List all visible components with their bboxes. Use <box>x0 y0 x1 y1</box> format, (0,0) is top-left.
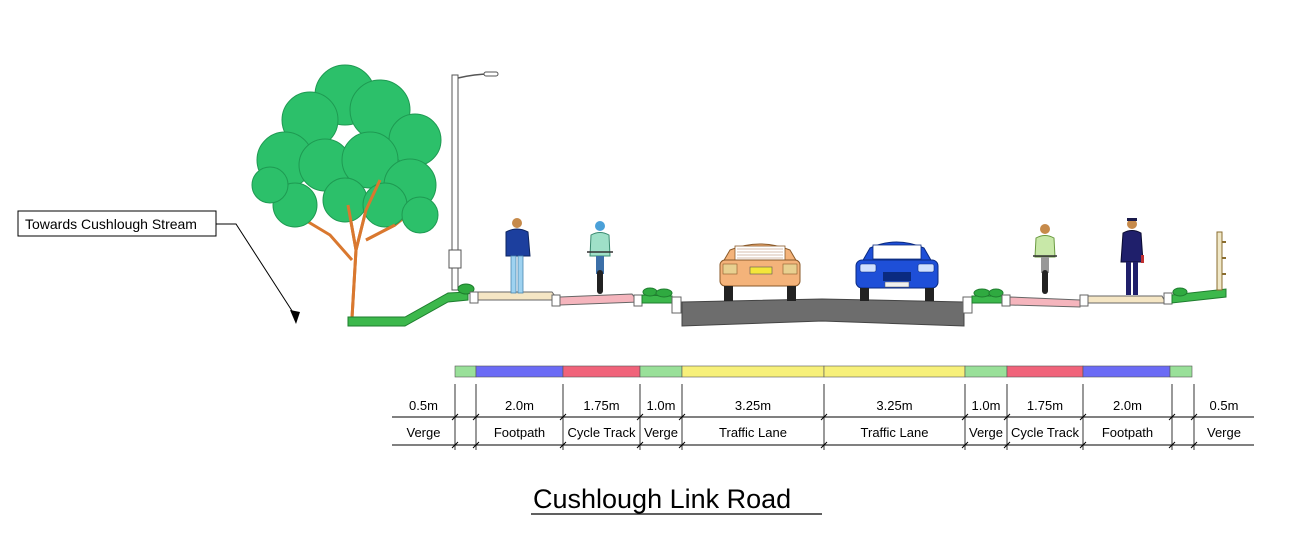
callout-towards-stream: Towards Cushlough Stream <box>17 210 300 324</box>
segment-width: 3.25m <box>735 398 771 413</box>
dimension-tick <box>1190 441 1198 449</box>
segment-label: Verge <box>969 425 1003 440</box>
car-rear-icon <box>719 243 801 301</box>
dimension-tick <box>1079 413 1087 421</box>
color-bar-verge <box>1169 365 1193 378</box>
segment-label: Traffic Lane <box>861 425 929 440</box>
callout-label: Towards Cushlough Stream <box>25 216 197 232</box>
color-bar-cycle-track <box>1006 365 1084 378</box>
segment-color-bar <box>454 365 1193 378</box>
color-bar-verge <box>964 365 1008 378</box>
segment-label: Verge <box>644 425 678 440</box>
segment-label: Traffic Lane <box>719 425 787 440</box>
segment-width: 0.5m <box>1210 398 1239 413</box>
dimension-tick <box>472 441 480 449</box>
dimension-tick <box>472 413 480 421</box>
color-bar-traffic-lane <box>681 365 825 378</box>
diagram-title: Cushlough Link Road <box>533 484 791 514</box>
carriageway <box>681 298 965 327</box>
right-embankment <box>962 231 1227 314</box>
segment-label: Footpath <box>1102 425 1153 440</box>
diagram-title-group: Cushlough Link Road <box>531 484 822 515</box>
color-bar-traffic-lane <box>823 365 966 378</box>
color-bar-verge <box>639 365 683 378</box>
segment-width: 0.5m <box>409 398 438 413</box>
dimension-tick <box>961 413 969 421</box>
dimension-tick <box>1079 441 1087 449</box>
dimension-tick <box>820 413 828 421</box>
dimension-tick <box>636 441 644 449</box>
dimension-tick <box>1168 441 1176 449</box>
pedestrian-icon <box>505 218 531 294</box>
segment-width: 1.75m <box>1027 398 1063 413</box>
segment-label: Footpath <box>494 425 545 440</box>
dimension-tick <box>678 413 686 421</box>
dimension-tick <box>1003 441 1011 449</box>
dimension-tick <box>1168 413 1176 421</box>
tree-illustration <box>251 64 442 319</box>
segment-label: Cycle Track <box>568 425 636 440</box>
segment-width: 1.0m <box>972 398 1001 413</box>
color-bar-verge <box>454 365 477 378</box>
segment-width: 1.0m <box>647 398 676 413</box>
dimension-tick <box>559 413 567 421</box>
color-bar-cycle-track <box>562 365 641 378</box>
dimension-tick <box>451 413 459 421</box>
dimension-tick <box>961 441 969 449</box>
segment-width: 1.75m <box>583 398 619 413</box>
segment-label: Cycle Track <box>1011 425 1079 440</box>
cyclist-icon <box>1033 224 1057 294</box>
segment-label: Verge <box>407 425 441 440</box>
segment-label: Verge <box>1207 425 1241 440</box>
cyclist-icon <box>587 221 613 294</box>
segment-width: 3.25m <box>876 398 912 413</box>
left-embankment <box>347 283 682 327</box>
lamp-post-icon <box>448 71 499 291</box>
pedestrian-icon <box>1120 218 1144 295</box>
segment-width: 2.0m <box>505 398 534 413</box>
dimension-tick <box>636 413 644 421</box>
color-bar-footpath <box>1082 365 1171 378</box>
dimension-tick <box>1003 413 1011 421</box>
car-front-icon <box>855 241 939 301</box>
dimension-tick <box>678 441 686 449</box>
dimension-tick <box>451 441 459 449</box>
dimension-tick <box>1190 413 1198 421</box>
dimension-tick <box>820 441 828 449</box>
color-bar-footpath <box>475 365 564 378</box>
dimension-tick <box>559 441 567 449</box>
segment-width: 2.0m <box>1113 398 1142 413</box>
